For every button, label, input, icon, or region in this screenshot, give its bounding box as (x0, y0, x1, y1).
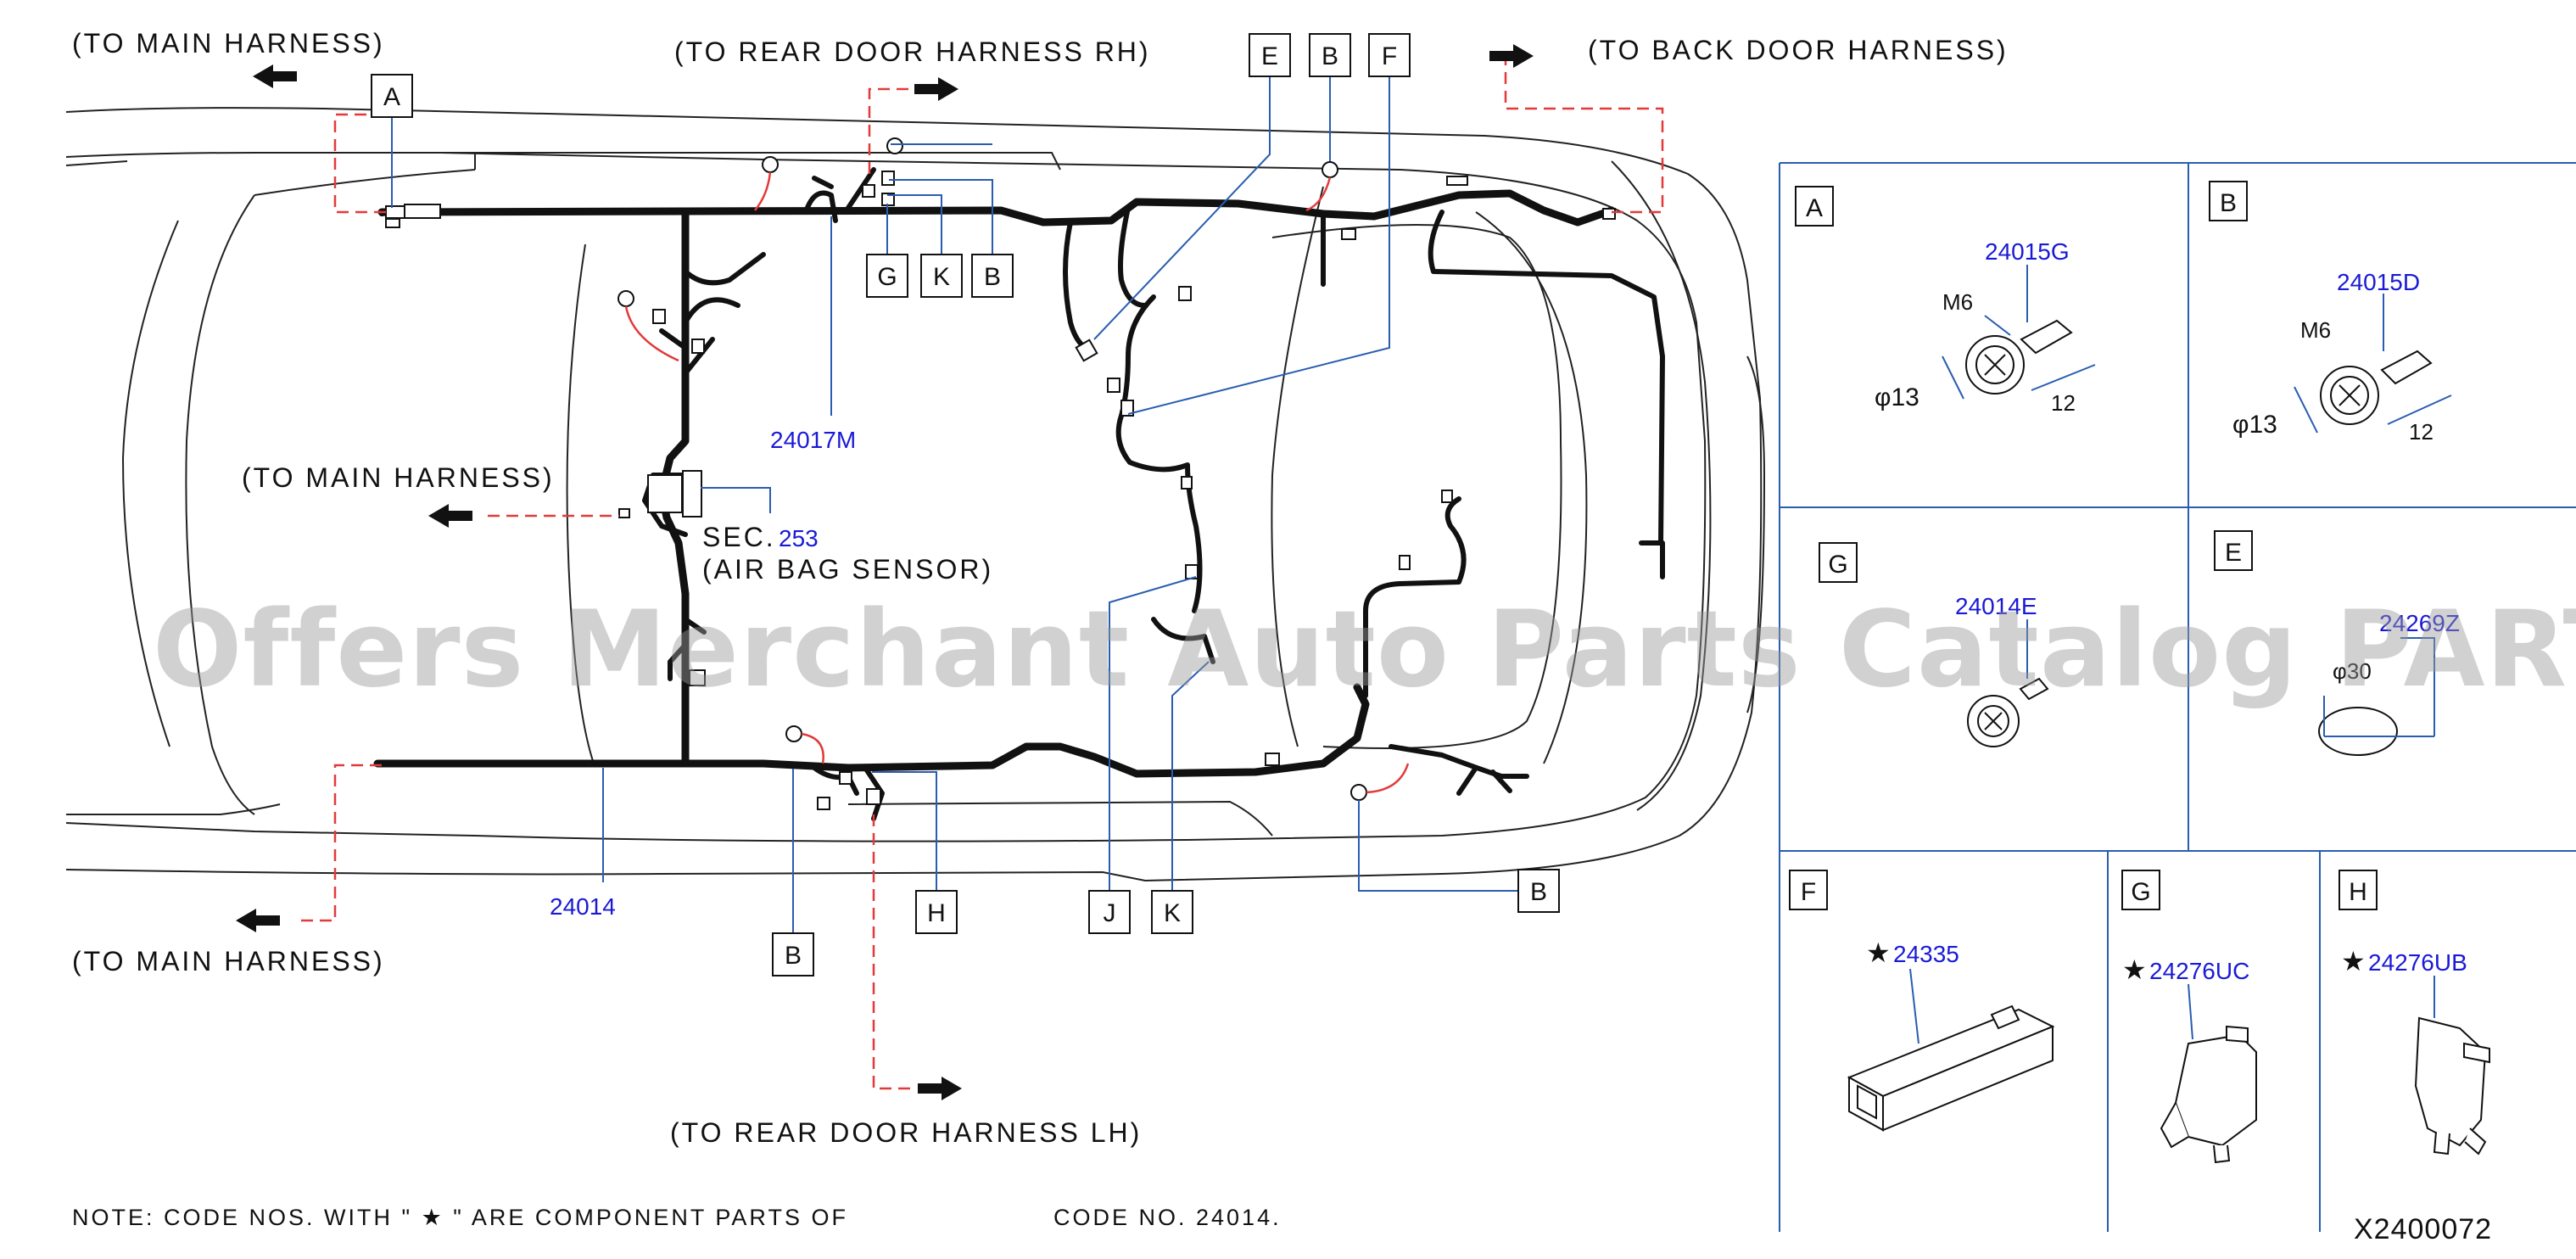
svg-text:H: H (927, 899, 946, 927)
code-24276uc: 24276UC (2149, 958, 2249, 984)
callout-g: G (866, 254, 908, 298)
label-to-rear-door-rh: (TO REAR DOOR HARNESS RH) (674, 36, 1151, 67)
code-24017m: 24017M (770, 427, 856, 453)
bolt-flange-icon (1967, 619, 2049, 747)
arrow-right-icon (1489, 44, 1534, 68)
panel-b: B 24015D M6 φ13 12 (2209, 181, 2452, 445)
code-24015g: 24015G (1985, 238, 2070, 265)
harness-clip-icon (2160, 983, 2257, 1164)
code-24015d: 24015D (2337, 269, 2420, 295)
callout-h: H (915, 890, 958, 934)
callout-k-top: K (920, 254, 963, 298)
label-to-main-harness-mid: (TO MAIN HARNESS) (242, 462, 555, 493)
label-sec: SEC. (702, 522, 776, 552)
ground-bolts (617, 137, 1410, 801)
callout-k-bottom: K (1151, 890, 1193, 934)
note-code: CODE NO. 24014. (1053, 1205, 1282, 1230)
callout-boxes: A E B F G K B B H J K B (371, 33, 1560, 976)
svg-text:★: ★ (1866, 937, 1891, 968)
svg-text:F: F (1801, 878, 1816, 906)
svg-text:F: F (1382, 42, 1397, 70)
callout-b-right: B (1517, 869, 1560, 913)
code-24014: 24014 (550, 893, 616, 920)
svg-text:★: ★ (2341, 946, 2366, 976)
grommet-icon (2318, 637, 2435, 756)
panel-g-bolt: G 24014E (1819, 542, 2049, 747)
bolt-flange-icon (1942, 265, 2096, 400)
svg-text:12: 12 (2051, 390, 2076, 416)
svg-text:H: H (2349, 878, 2367, 906)
callout-e: E (1249, 33, 1291, 77)
svg-text:M6: M6 (1942, 289, 1973, 315)
label-to-main-harness-top: (TO MAIN HARNESS) (72, 28, 385, 59)
leader-lines (391, 76, 1518, 933)
connector-housing-icon (1847, 968, 2055, 1132)
svg-text:G: G (1828, 551, 1847, 579)
svg-text:B: B (984, 263, 1001, 291)
svg-text:E: E (2225, 539, 2242, 567)
svg-text:A: A (1806, 194, 1823, 222)
panel-g-clip: G ★ 24276UC (2121, 870, 2257, 1164)
svg-text:E: E (1261, 42, 1278, 70)
floor-harness (373, 167, 1665, 821)
panel-a: A 24015G M6 φ13 12 (1795, 186, 2096, 416)
svg-text:K: K (933, 263, 950, 291)
callout-b-top: B (1309, 33, 1351, 77)
svg-text:J: J (1104, 899, 1116, 927)
svg-text:G: G (877, 263, 897, 291)
label-to-rear-door-lh: (TO REAR DOOR HARNESS LH) (670, 1117, 1142, 1148)
note-text: NOTE: CODE NOS. WITH " ★ " ARE COMPONENT… (72, 1205, 848, 1230)
svg-text:12: 12 (2409, 419, 2434, 445)
harness-clip-icon (2414, 976, 2490, 1155)
label-air-bag-sensor: (AIR BAG SENSOR) (702, 554, 993, 585)
svg-text:φ30: φ30 (2333, 658, 2372, 684)
arrow-right-icon (918, 1077, 962, 1100)
svg-text:G: G (2131, 878, 2150, 906)
callout-b-mid: B (971, 254, 1014, 298)
arrow-left-icon (428, 504, 472, 528)
svg-text:A: A (383, 83, 400, 111)
diagram-id: X2400072 (2354, 1213, 2492, 1245)
callout-b-bottom: B (772, 932, 814, 976)
watermark: Offers Merchant Auto Parts Catalog PARTS… (153, 589, 2576, 711)
svg-text:★: ★ (2122, 954, 2147, 985)
harness-labels: (TO MAIN HARNESS) (TO REAR DOOR HARNESS … (72, 28, 2492, 1245)
callout-j: J (1088, 890, 1131, 934)
arrow-left-icon (236, 909, 280, 932)
svg-text:φ13: φ13 (1875, 383, 1919, 411)
harness-connectors (385, 171, 1616, 810)
dashed-routing (297, 53, 1664, 1090)
callout-f: F (1368, 33, 1411, 77)
svg-text:B: B (785, 942, 802, 970)
svg-text:B: B (2220, 189, 2237, 217)
label-sec-number: 253 (779, 525, 819, 551)
label-to-back-door: (TO BACK DOOR HARNESS) (1588, 35, 2009, 65)
panel-f: F ★ 24335 (1789, 870, 2055, 1132)
bolt-flange-icon (2294, 294, 2452, 434)
svg-text:φ13: φ13 (2232, 411, 2277, 439)
svg-text:B: B (1322, 42, 1338, 70)
direction-arrows (236, 44, 1534, 1100)
arrow-right-icon (914, 77, 958, 101)
svg-text:M6: M6 (2300, 317, 2331, 343)
code-24014e: 24014E (1955, 593, 2037, 619)
code-24269z: 24269Z (2379, 610, 2460, 636)
callout-a: A (371, 74, 413, 118)
svg-text:K: K (1164, 899, 1181, 927)
code-24335: 24335 (1893, 941, 1959, 967)
panel-e: E 24269Z φ30 (2214, 530, 2460, 756)
parts-grid (1779, 162, 2576, 1232)
label-to-main-harness-bottom: (TO MAIN HARNESS) (72, 946, 385, 976)
vehicle-body-outline (65, 107, 1766, 882)
arrow-left-icon (253, 64, 297, 88)
code-24276ub: 24276UB (2368, 949, 2467, 976)
svg-text:B: B (1530, 878, 1547, 906)
panel-h: H ★ 24276UB (2339, 870, 2490, 1155)
